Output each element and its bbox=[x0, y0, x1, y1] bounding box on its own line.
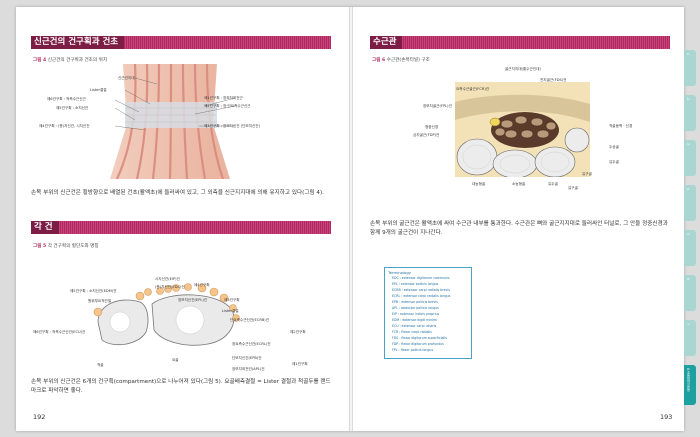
fig6-label: 천지굴근(FDS)건 bbox=[540, 78, 567, 82]
paragraph: 손목 부위의 굴근건은 활액초에 싸여 수근관 내부를 통과한다. 수근관은 뼈… bbox=[370, 221, 668, 236]
figure-number: 그림 4 bbox=[33, 58, 47, 63]
fig5-label: 제2건구획 bbox=[290, 330, 306, 334]
page-number: 193 bbox=[660, 413, 673, 421]
fig4-label: 제2건구획 : 장·단요측수근신근 bbox=[204, 104, 251, 108]
figure-caption-text: 수근관(손목터널) 구조 bbox=[386, 58, 430, 63]
chapter-tab[interactable]: 2 bbox=[684, 95, 696, 131]
fig4-label: 신근건지대 bbox=[118, 76, 135, 80]
chapter-tab[interactable]: 7 bbox=[684, 320, 696, 356]
term-item: FDP : flexor digitorum profundus bbox=[392, 342, 444, 346]
chapter-tab-label: 6 bbox=[686, 278, 690, 281]
figure-number: 그림 5 bbox=[33, 244, 47, 249]
fig6-label: 유구골 bbox=[568, 186, 578, 190]
chapter-tab-label: 5 bbox=[686, 233, 690, 236]
fig6-label: 소능형골 bbox=[512, 182, 526, 186]
fig5-label: 단요측수근신건(ECRB)건 bbox=[230, 318, 269, 322]
fig5-label: 장모지신건(EPL)건 bbox=[178, 298, 208, 302]
section-header-extensor: 신근건의 건구획과 건초 bbox=[31, 36, 331, 49]
paragraph: 손목 부위의 신근건은 6개의 건구획(compartment)으로 나누어져 … bbox=[31, 379, 331, 394]
term-item: EDM : extensor digiti minimi bbox=[392, 318, 438, 322]
term-item: FPL : flexor pollicis longus bbox=[392, 348, 434, 352]
fig5-label: 제6건구획 : 척측수근신건(ECU)건 bbox=[33, 330, 86, 334]
chapter-tab[interactable]: 6 bbox=[684, 275, 696, 311]
chapter-tab-label: 1 bbox=[686, 53, 690, 56]
fig6-label: 두상골 bbox=[609, 145, 619, 149]
fig5-label: 장요측수근신건(ECRL)건 bbox=[232, 342, 271, 346]
fig5-label: (총)지신건(EDC)건 bbox=[155, 285, 185, 289]
chapter-tab[interactable]: 4 bbox=[684, 185, 696, 221]
section-header-tendons: 각 건 bbox=[31, 221, 331, 234]
figure-caption: 그림 6 수근관(손목터널) 구조 bbox=[372, 57, 430, 63]
fig6-label: 심지굴근(FDP)건 bbox=[413, 133, 440, 137]
fig6-label: 대능형골 bbox=[472, 182, 486, 186]
term-item: FCR : flexor carpi radialis bbox=[392, 330, 432, 334]
section-title: 수근관 bbox=[370, 36, 403, 49]
fig6-label: 척골동맥 · 신경 bbox=[609, 124, 633, 128]
fig5-label: 척골 bbox=[97, 363, 104, 367]
terminology-box: Terminology EDC : extensor digitorum com… bbox=[384, 267, 472, 359]
book-fold bbox=[349, 7, 353, 431]
term-item: APL : abductor pollicis longus bbox=[392, 306, 439, 310]
term-item: FDS : flexor digitorum superficialis bbox=[392, 336, 447, 340]
fig6-label: 유구골 bbox=[582, 172, 592, 176]
fig4-label: 제4건구획 : (총)지신건, 시지신건 bbox=[39, 124, 90, 128]
fig5-label: 제5건구획 : 소지신건(EDM)건 bbox=[70, 289, 117, 293]
chapter-tab[interactable]: 5 bbox=[684, 230, 696, 266]
section-header-carpal-tunnel: 수근관 bbox=[370, 36, 670, 49]
fig5-label: 제1건구획 bbox=[292, 362, 308, 366]
carpal-tunnel-figure bbox=[455, 82, 590, 177]
fig4-label: 제5건구획 : 소지신건 bbox=[56, 106, 89, 110]
chapter-tab-label: 2 bbox=[686, 98, 690, 101]
fig6-label: 굴근지지대(횡수근인대) bbox=[505, 67, 541, 71]
term-item: EPB : extensor pollicis brevis bbox=[392, 300, 438, 304]
term-item: EPL : extensor pollicis longus bbox=[392, 282, 439, 286]
figure-caption: 그림 4 신근건의 건구획과 건초의 위치 bbox=[33, 57, 107, 63]
fig6-label: 유두골 bbox=[548, 182, 558, 186]
fig5-label: 제3건구획 bbox=[224, 298, 240, 302]
fig4-label: 제3건구획 : 장모지신건 (단모지신건) bbox=[204, 124, 261, 128]
fig5-label: 단모지신건(EPB)건 bbox=[232, 356, 262, 360]
fig5-label: 요골 bbox=[172, 358, 179, 362]
fig6-label: 유두골 bbox=[609, 160, 619, 164]
term-item: EDC : extensor digitorum communis bbox=[392, 276, 450, 280]
figure-caption: 그림 5 각 건구획의 횡단도와 명칭 bbox=[33, 243, 99, 249]
fig6-label: 정중신경 bbox=[425, 125, 439, 129]
chapter-tab-label: 4 bbox=[686, 188, 690, 191]
section-title: 신근건의 건구획과 건초 bbox=[31, 36, 125, 49]
right-page bbox=[351, 7, 684, 431]
fig4-label: 제1건구획 : 장모지외전근 bbox=[204, 96, 243, 100]
term-item: ECU : extensor carpi ulnaris bbox=[392, 324, 437, 328]
fig5-label: 제4건구획 bbox=[194, 283, 210, 287]
fig6-label: 장모지굴근(FPL)건 bbox=[423, 104, 452, 108]
fig6-label: 요측수근굴근(FCR)건 bbox=[456, 87, 490, 91]
figure-number: 그림 6 bbox=[372, 58, 386, 63]
chapter-tabs: 1 2 3 4 5 6 7 8 초음파의 응용 bbox=[684, 50, 696, 414]
paragraph: 손목 부위의 신근건은 횡방향으로 배열된 건초(활액초)에 둘러싸여 있고, … bbox=[31, 190, 324, 196]
fig4-label: Lister결절 bbox=[90, 88, 107, 92]
chapter-tab-label: 3 bbox=[686, 143, 690, 146]
fig5-label: 원위부요척관절 bbox=[88, 299, 112, 303]
fig5-label: 장모지외전건(APL)건 bbox=[232, 367, 265, 371]
terminology-title: Terminology bbox=[388, 270, 412, 275]
chapter-tab-active[interactable]: 8 초음파의 응용 bbox=[684, 365, 696, 405]
figure-caption-text: 각 건구획의 횡단도와 명칭 bbox=[47, 244, 99, 249]
chapter-tab-label: 8 초음파의 응용 bbox=[686, 368, 690, 392]
chapter-tab-label: 7 bbox=[686, 323, 690, 326]
figure-caption-text: 신근건의 건구획과 건초의 위치 bbox=[47, 58, 108, 63]
extensor-tendon-figure bbox=[110, 64, 236, 179]
compartment-cross-section-figure bbox=[93, 283, 240, 346]
term-item: ECRL : extensor carpi radialis longus bbox=[392, 294, 451, 298]
chapter-tab[interactable]: 1 bbox=[684, 50, 696, 86]
chapter-tab[interactable]: 3 bbox=[684, 140, 696, 176]
section-title: 각 건 bbox=[31, 221, 59, 234]
term-item: ECRB : extensor carpi radialis brevis bbox=[392, 288, 450, 292]
fig4-label: 제6건구획 : 척측수근신근 bbox=[47, 97, 86, 101]
fig5-label: 시지신건(EIP)건 bbox=[155, 277, 180, 281]
term-item: EIP : extensor indicis proprius bbox=[392, 312, 440, 316]
fig5-label: Lister결절 bbox=[222, 309, 239, 313]
page-number: 192 bbox=[33, 413, 46, 421]
